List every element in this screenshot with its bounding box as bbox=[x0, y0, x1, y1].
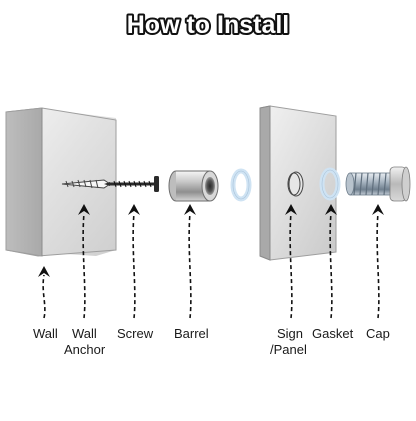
screw-shape bbox=[104, 176, 159, 192]
page-title: How to Install bbox=[127, 11, 290, 39]
label-wall: Wall bbox=[33, 326, 58, 341]
label-screw: Screw bbox=[117, 326, 154, 341]
arrow-wall-anchor bbox=[82, 212, 86, 319]
label-gasket: Gasket bbox=[312, 326, 354, 341]
arrows bbox=[42, 212, 380, 319]
label-cap: Cap bbox=[366, 326, 390, 341]
arrow-cap bbox=[376, 212, 380, 319]
label-wall-anchor-line1: Wall bbox=[72, 326, 97, 341]
wall-block bbox=[5, 107, 117, 257]
gasket-right-shape bbox=[319, 167, 341, 201]
cap-shape bbox=[345, 166, 411, 202]
arrow-screw bbox=[132, 212, 136, 319]
arrow-heads bbox=[38, 204, 384, 277]
label-sign-line1: Sign bbox=[277, 326, 304, 341]
arrow-wall bbox=[42, 274, 46, 319]
label-sign-line2: /Panel bbox=[270, 342, 307, 357]
label-wall-anchor-line2: Anchor bbox=[64, 342, 106, 357]
arrow-sign-panel bbox=[289, 212, 293, 319]
arrow-gasket bbox=[329, 212, 333, 319]
sign-panel-block bbox=[259, 105, 337, 261]
gasket-left-shape bbox=[230, 168, 252, 202]
arrow-barrel bbox=[188, 212, 192, 319]
label-barrel: Barrel bbox=[174, 326, 209, 341]
barrel-shape bbox=[168, 170, 219, 202]
